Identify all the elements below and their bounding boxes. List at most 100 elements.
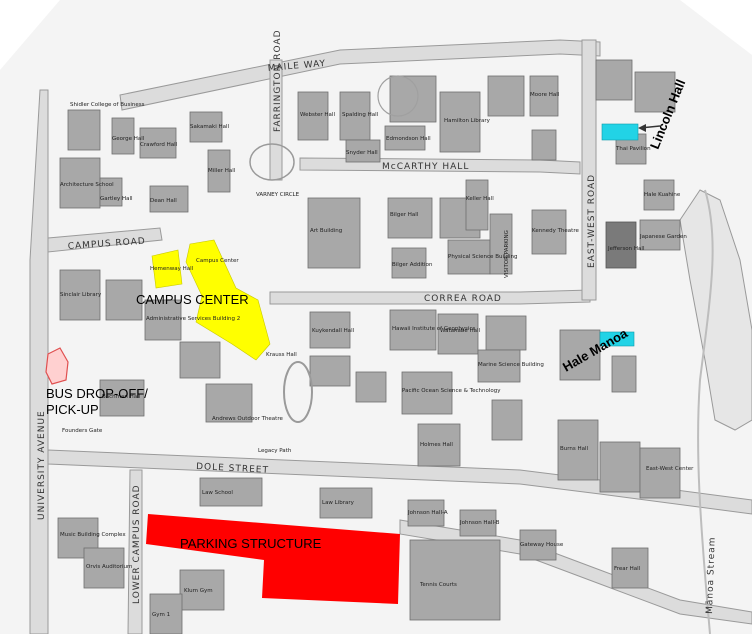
bldg-holmes <box>417 423 461 467</box>
bldg-sinclair <box>59 269 101 321</box>
road-university-avenue <box>29 89 49 634</box>
road-east-west <box>581 39 597 301</box>
bldg-spalding <box>339 91 371 141</box>
label-law-library: Law Library <box>322 500 355 506</box>
label-architecture: Architecture School <box>60 182 114 188</box>
label-andrews: Andrews Outdoor Theatre <box>212 416 283 422</box>
campus-center-main <box>185 239 271 361</box>
label-farrington-road: FARRINGTON ROAD <box>273 30 283 133</box>
label-bus-dropoff-line1: BUS DROP-OFF/ <box>46 386 148 401</box>
label-snyder: Snyder Hall <box>346 150 378 156</box>
label-shidler: Shidler College of Business <box>70 102 145 108</box>
highlight-parking-structure <box>146 514 400 604</box>
bldg-law-library <box>319 487 373 519</box>
road-manoa-stream-area <box>679 189 752 431</box>
bldg-watanabe <box>437 313 479 355</box>
label-dean: Dean Hall <box>150 198 177 204</box>
bldg-ewc-2 <box>639 447 681 499</box>
label-physical-science: Physical Science Building <box>448 254 518 260</box>
label-east-west-center: East-West Center <box>646 466 694 472</box>
road-correa <box>269 289 591 305</box>
bldg-keller <box>465 179 489 231</box>
label-hawaii-inst: Hawaii Institute of Geophysics <box>392 326 475 332</box>
label-moore: Moore Hall <box>530 92 560 98</box>
label-law-school: Law School <box>202 490 233 496</box>
oval-path <box>283 361 313 423</box>
highlight-hale-manoa <box>599 331 635 347</box>
label-edmondson: Edmondson Hall <box>386 136 431 142</box>
bldg-hamilton-library <box>439 91 481 153</box>
label-jefferson: Jefferson Hall <box>607 246 645 252</box>
label-sakamaki: Sakamaki Hall <box>190 124 230 130</box>
bldg-hemenway-hall <box>531 129 557 161</box>
manoa-stream <box>697 189 714 634</box>
bldg-gym1 <box>149 593 183 634</box>
bldg-marine <box>477 349 521 383</box>
bldg-hale-manoa-bldg <box>559 329 601 381</box>
road-lower-campus <box>127 469 143 634</box>
label-tennis: Tennis Courts <box>419 582 457 588</box>
road-farrington <box>269 59 283 181</box>
bldg-bachman-annex-2 <box>205 383 253 423</box>
label-parking-structure: PARKING STRUCTURE <box>180 536 322 551</box>
label-founders-gate: Founders Gate <box>62 428 103 434</box>
bldg-gateway <box>519 529 557 561</box>
label-biomed: Bilger Addition <box>392 262 433 268</box>
bldg-klum-gym <box>179 569 225 611</box>
label-marine: Marine Science Building <box>478 362 544 368</box>
bldg-jefferson <box>605 221 637 269</box>
bldg-sakamaki-2 <box>355 371 387 403</box>
bldg-moore <box>207 149 231 193</box>
bldg-sinclair-annex <box>105 279 143 321</box>
label-mccarthy-hall: McCARTHY HALL <box>382 162 469 172</box>
bldg-snyder <box>345 139 381 163</box>
bldg-crawford <box>139 127 177 159</box>
label-miller: Miller Hall <box>208 168 236 174</box>
label-frear: Frear Hall <box>614 566 641 572</box>
bldg-kennedy-theatre <box>531 209 567 255</box>
roads-layer <box>29 39 752 634</box>
label-crawford: Crawford Hall <box>140 142 178 148</box>
label-hale-kuahine: Hale Kuahine <box>644 192 681 198</box>
label-bilger: Bilger Hall <box>390 212 419 218</box>
corner-top-left <box>0 0 60 70</box>
label-klum: Klum Gym <box>184 588 213 594</box>
label-music: Music Building Complex <box>60 532 126 538</box>
label-orvis: Orvis Auditorium <box>86 564 132 570</box>
bldg-architecture <box>59 157 101 209</box>
bldg-kuykendall-annex <box>309 355 351 387</box>
bldg-hawaii-inst <box>389 309 437 351</box>
bldg-art <box>307 197 361 269</box>
label-webster: Webster Hall <box>300 112 335 118</box>
label-admin-services: Administrative Services Building 2 <box>146 316 240 322</box>
bldg-moore-hall <box>529 75 559 117</box>
bldg-univ-health <box>485 315 527 351</box>
label-japanese-garden: Japanese Garden <box>639 234 687 240</box>
label-kennedy-theatre: Kennedy Theatre <box>532 228 579 234</box>
bldg-johnson-b <box>459 509 497 537</box>
label-varney-circle: VARNEY CIRCLE <box>256 192 300 198</box>
bldg-law-school <box>199 477 263 507</box>
label-krauss: Krauss Hall <box>266 352 297 358</box>
label-legacy-path: Legacy Path <box>258 448 292 454</box>
label-keller: Keller Hall <box>466 196 494 202</box>
label-manoa-stream: Mānoa Stream <box>705 536 718 614</box>
bldg-burns <box>557 419 599 481</box>
label-gym1: Gym 1 <box>152 612 170 618</box>
label-east-west-road: EAST-WEST ROAD <box>587 174 597 268</box>
label-bachman: Bachman Hall <box>102 394 141 400</box>
label-gateway: Gateway House <box>520 542 564 548</box>
label-hemenway: Hemenway Hall <box>150 266 194 272</box>
bldg-orvis <box>83 547 125 589</box>
road-dole-street <box>47 449 752 515</box>
label-bus-dropoff-line2: PICK-UP <box>46 402 99 417</box>
road-maile-way <box>119 39 601 111</box>
bldg-shidler <box>67 109 101 151</box>
label-visitor-parking: VISITOR PARKING <box>504 230 510 278</box>
quad-circle <box>377 75 419 117</box>
lincoln-arrow <box>638 124 661 132</box>
bldg-physical-science <box>447 239 491 275</box>
label-dole-street: DOLE STREET <box>196 462 269 476</box>
